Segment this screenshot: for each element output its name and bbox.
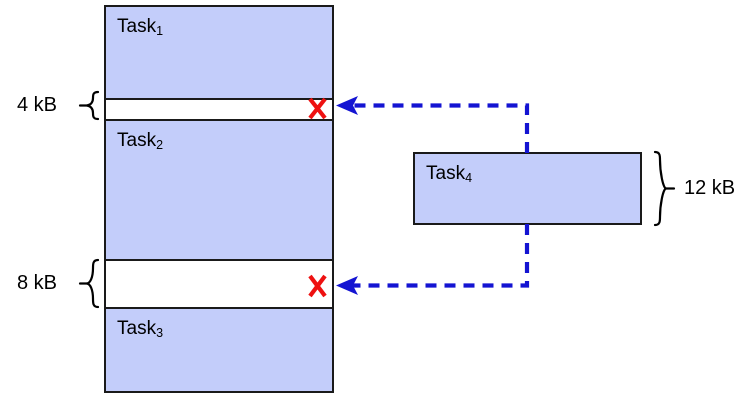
memory-hole-8kb — [104, 259, 334, 309]
size-label-8kb: 8 kB — [17, 272, 58, 294]
memory-segment-task3 — [104, 307, 334, 393]
label-task1-text: Task — [117, 16, 157, 37]
reject-x-icon-4kb — [308, 97, 327, 120]
brace-8kb — [85, 258, 100, 309]
label-task4: Task4 — [426, 163, 473, 185]
connector-arrow-to-hole-8kb — [352, 224, 530, 288]
connector-arrowhead-8kb — [336, 276, 358, 295]
label-task2-subscript: 2 — [156, 138, 164, 152]
label-task2: Task2 — [117, 130, 164, 152]
connector-arrow-to-hole-4kb — [352, 103, 530, 153]
reject-x-icon-8kb — [308, 274, 327, 298]
memory-hole-4kb — [104, 98, 334, 121]
label-task1-subscript: 1 — [156, 24, 164, 38]
label-task4-text: Task — [426, 163, 466, 184]
memory-segment-task2 — [104, 119, 334, 261]
memory-segment-task1 — [104, 5, 334, 100]
size-label-4kb: 4 kB — [17, 94, 58, 116]
label-task3-subscript: 3 — [156, 326, 164, 340]
label-task3-text: Task — [117, 318, 157, 339]
size-label-12kb: 12 kB — [684, 177, 736, 199]
brace-4kb — [85, 90, 100, 121]
label-task1: Task1 — [117, 16, 164, 38]
connector-arrowhead-4kb — [336, 96, 358, 115]
label-task4-subscript: 4 — [465, 171, 473, 185]
brace-12kb — [653, 150, 668, 227]
label-task3: Task3 — [117, 318, 164, 340]
label-task2-text: Task — [117, 130, 157, 151]
